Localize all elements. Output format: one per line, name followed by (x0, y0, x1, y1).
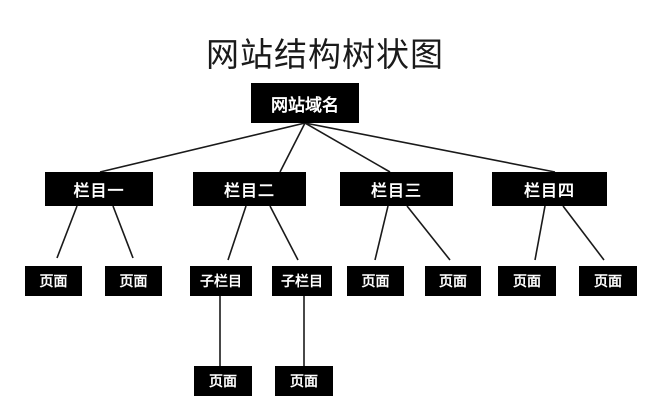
subsection-node: 子栏目 (190, 266, 252, 296)
section-node-3: 栏目三 (340, 172, 453, 206)
connector-line (374, 205, 389, 261)
connector-line (562, 205, 605, 261)
page-node: 页面 (275, 366, 333, 396)
connector-line (304, 122, 556, 173)
connector-line (227, 205, 247, 261)
connector-line (99, 122, 306, 173)
section-node-1: 栏目一 (45, 172, 153, 206)
page-node: 页面 (425, 266, 481, 296)
connector-line (269, 205, 299, 261)
subsection-node: 子栏目 (272, 266, 332, 296)
connector-line (406, 205, 451, 261)
diagram-title: 网站结构树状图 (206, 35, 444, 74)
page-node: 页面 (194, 366, 252, 396)
page-node: 页面 (347, 266, 404, 296)
connector-line (279, 122, 306, 173)
root-node: 网站域名 (251, 83, 359, 123)
connector-line (304, 122, 391, 173)
section-node-2: 栏目二 (193, 172, 306, 206)
connector-line (56, 205, 78, 259)
page-node: 页面 (498, 266, 556, 296)
page-node: 页面 (25, 266, 82, 296)
connector-line (534, 205, 546, 261)
page-node: 页面 (579, 266, 637, 296)
section-node-4: 栏目四 (492, 172, 607, 206)
page-node: 页面 (105, 266, 162, 296)
connector-line (112, 205, 134, 259)
